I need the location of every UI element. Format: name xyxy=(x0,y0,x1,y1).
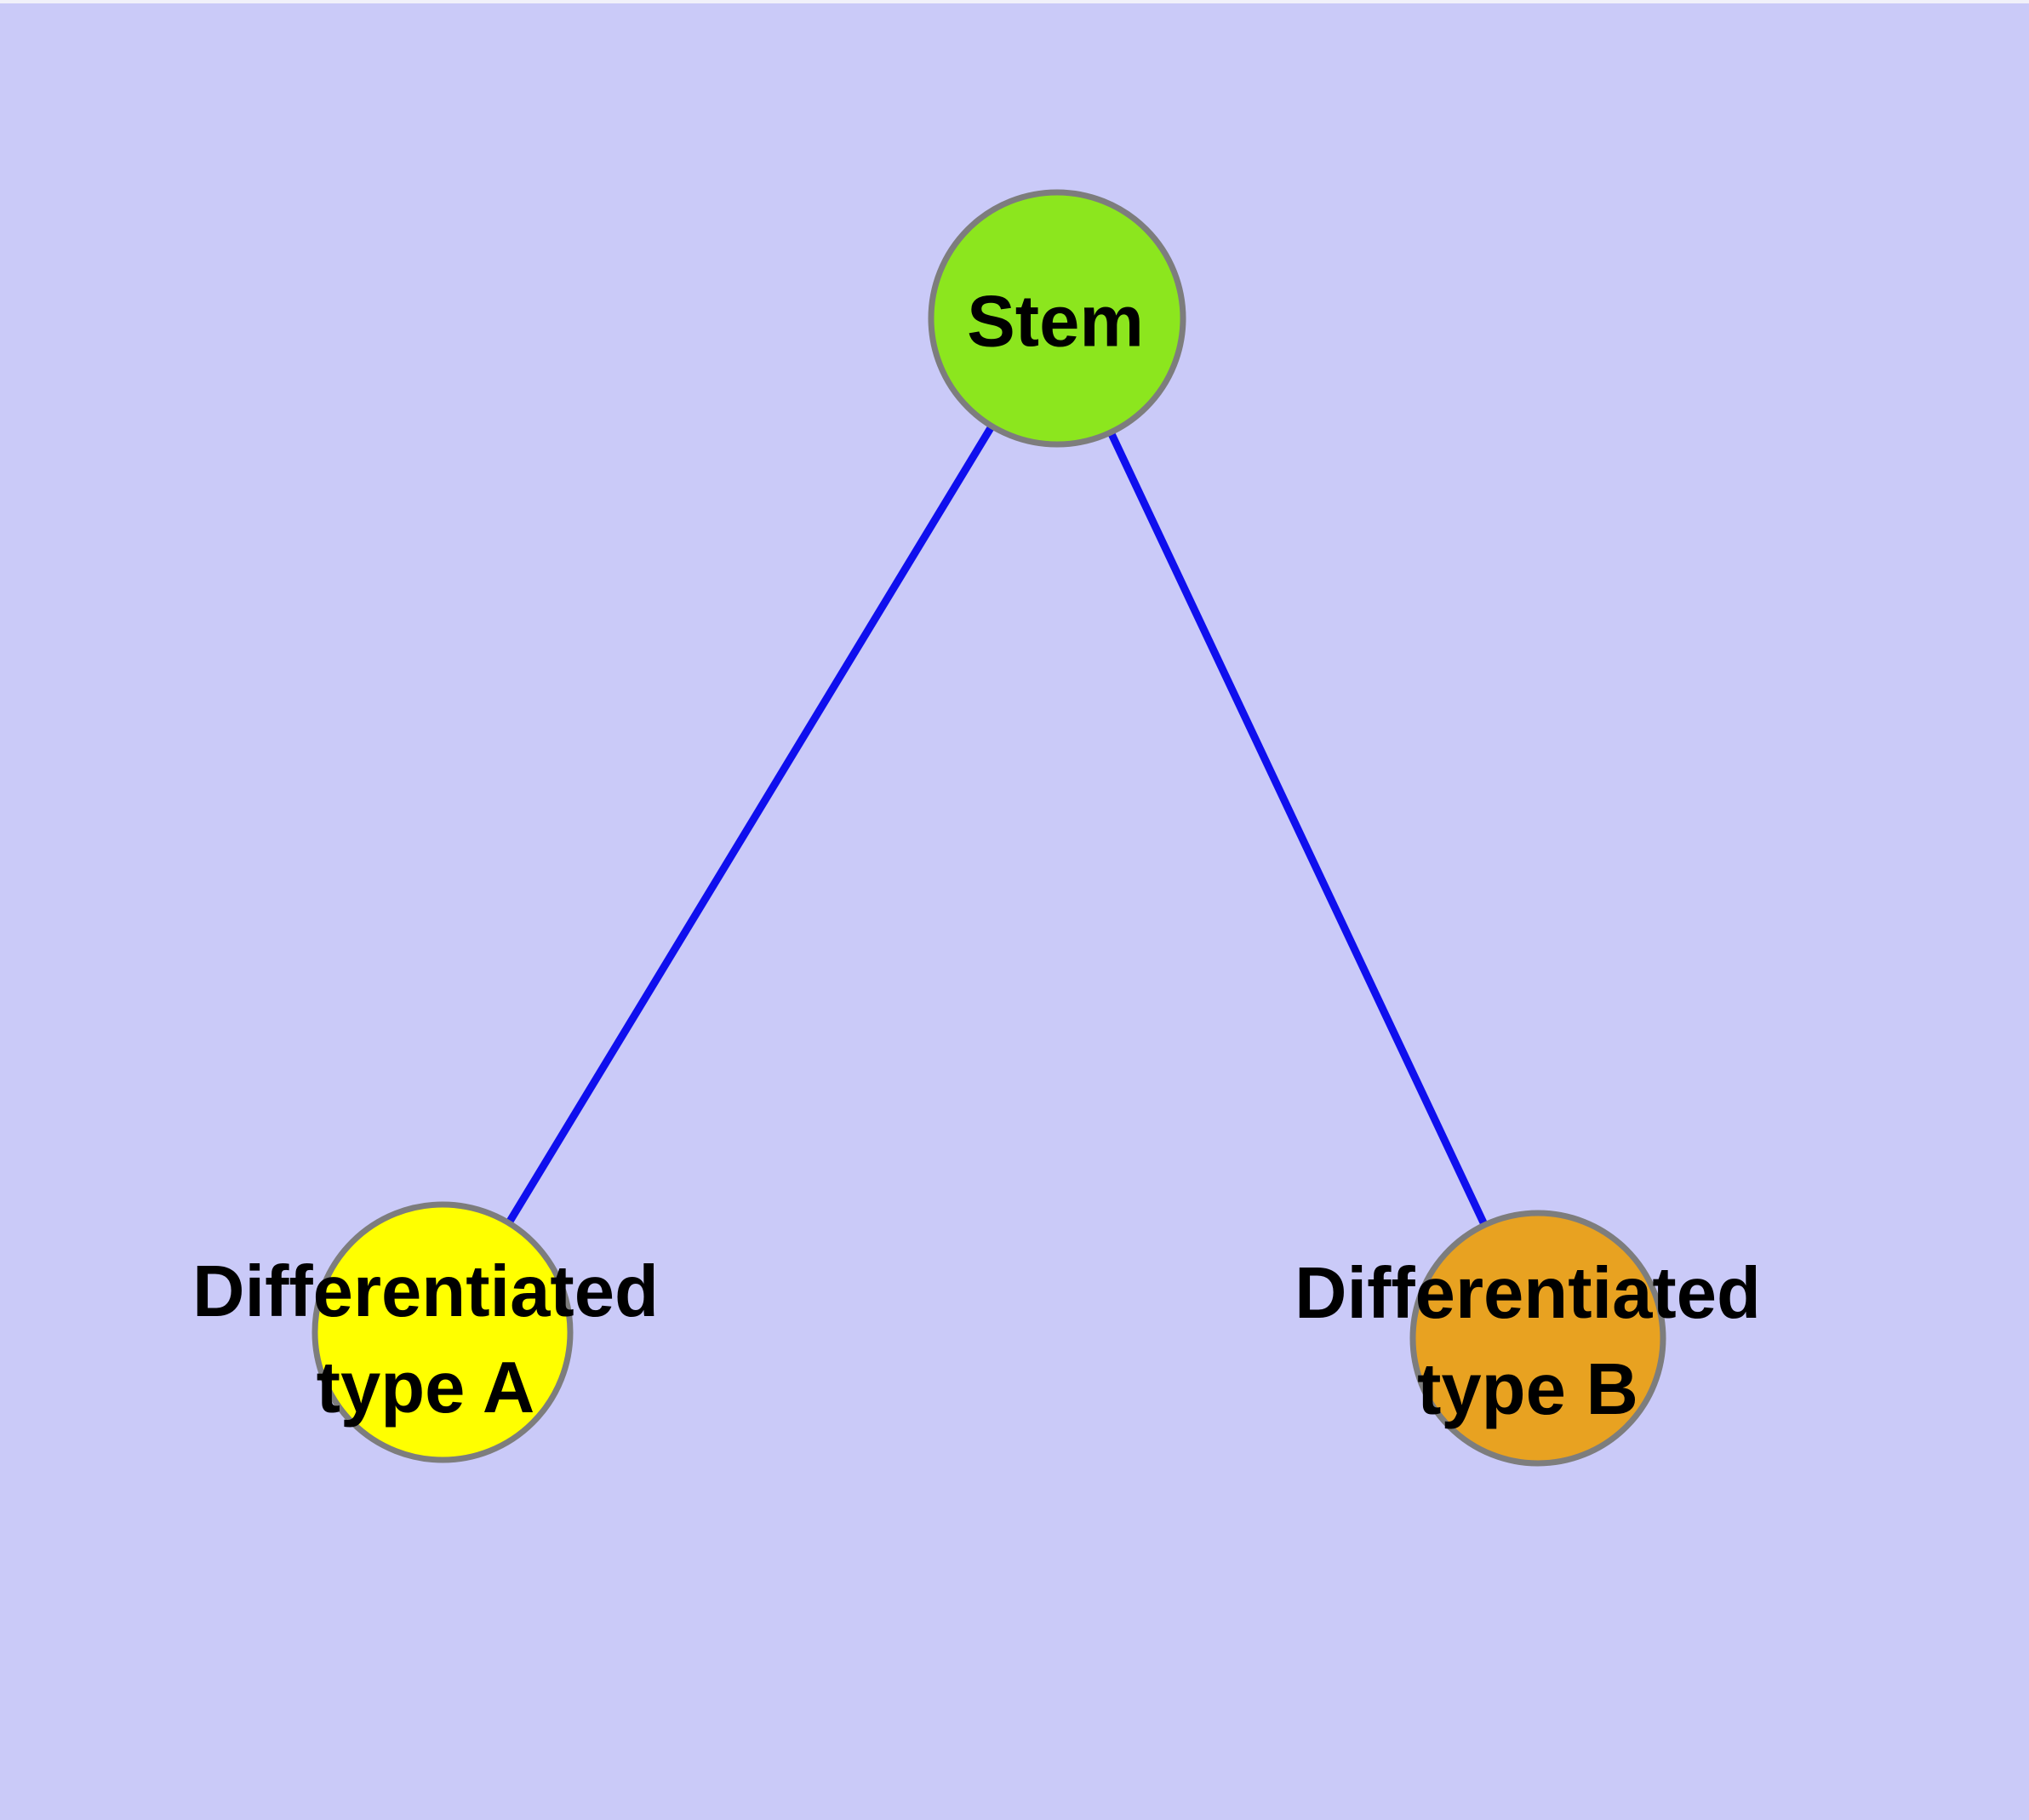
node-type-b-label: Differentiated type B xyxy=(1295,1245,1761,1438)
node-type-a-label-line1: Differentiated xyxy=(192,1251,659,1332)
node-type-b-circle[interactable] xyxy=(1409,1210,1666,1467)
node-type-a-label-line2: type A xyxy=(316,1348,535,1428)
canvas-top-edge xyxy=(0,0,2029,3)
edge-stem-to-type-b xyxy=(1053,317,1542,1340)
node-type-a-circle[interactable] xyxy=(311,1201,574,1463)
node-type-b-label-line1: Differentiated xyxy=(1295,1253,1761,1334)
node-type-a-label: Differentiated type A xyxy=(192,1244,659,1436)
node-stem-circle[interactable] xyxy=(928,189,1186,448)
node-stem-label: Stem xyxy=(967,281,1144,363)
node-type-b-label-line2: type B xyxy=(1417,1349,1638,1430)
edge-stem-to-type-a xyxy=(439,316,1060,1335)
